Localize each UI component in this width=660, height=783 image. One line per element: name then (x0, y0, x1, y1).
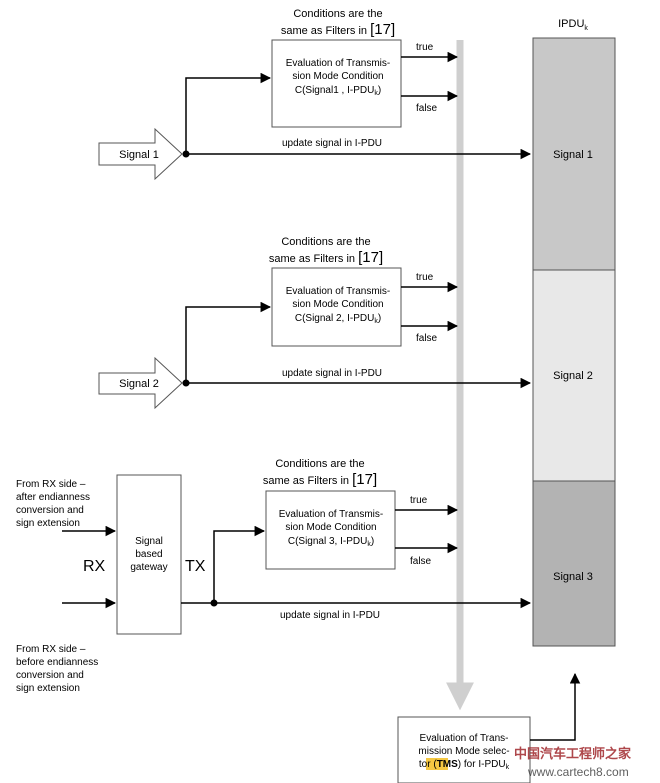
gateway-text: gateway (130, 562, 167, 573)
tms-to-ipdu-arrow (530, 672, 581, 741)
from-rx-before-text: conversion and (16, 670, 84, 681)
evaluation-box-1 (271, 39, 402, 128)
ipdu-segment-signal-3 (532, 480, 616, 647)
branch-to-evaluation-2 (185, 301, 272, 383)
signal-gateway-box (116, 474, 182, 635)
evaluation-text: C(Signal1 , I-PDUk) (295, 85, 381, 97)
evaluation-text: Evaluation of Transmis- (286, 58, 391, 69)
tms-highlight (426, 758, 448, 770)
watermark: 中国汽车工程师之家 www.cartech8.com (514, 746, 632, 779)
update-label: update signal in I-PDU (280, 610, 380, 621)
conditions-note: Conditions are the (293, 8, 382, 20)
from-rx-before-text: From RX side – (16, 644, 86, 655)
branch-to-evaluation-3 (213, 525, 266, 603)
conditions-note: same as Filters in [17] (263, 471, 377, 488)
true-label: true (416, 272, 434, 283)
tx-label: TX (185, 558, 206, 575)
branch-to-evaluation-1 (185, 72, 272, 154)
update-label: update signal in I-PDU (282, 368, 382, 379)
false-label: false (416, 103, 438, 114)
signal-input-label: Signal 1 (119, 149, 159, 161)
from-rx-before-text: before endianness (16, 657, 98, 668)
true-label: true (416, 42, 434, 53)
tms-box (397, 716, 531, 783)
evaluation-box-2 (271, 267, 402, 347)
signal-group-2: Conditions are the same as Filters in [1… (98, 236, 532, 410)
from-rx-after-text: conversion and (16, 505, 84, 516)
tms-text: mission Mode selec- (418, 746, 509, 757)
from-rx-after-text: sign extension (16, 518, 80, 529)
update-label: update signal in I-PDU (282, 138, 382, 149)
conditions-note: Conditions are the (281, 236, 370, 248)
false-label: false (410, 556, 432, 567)
true-label: true (410, 495, 428, 506)
conditions-note: same as Filters in [17] (281, 21, 395, 38)
evaluation-text: Evaluation of Transmis- (286, 286, 391, 297)
from-rx-after-text: after endianness (16, 492, 90, 503)
signal-group-3: Conditions are the same as Filters in [1… (16, 458, 532, 694)
conditions-note: same as Filters in [17] (269, 249, 383, 266)
evaluation-text: C(Signal 3, I-PDUk) (288, 536, 374, 548)
ipdu-segment-label: Signal 1 (553, 149, 593, 161)
evaluation-text: sion Mode Condition (285, 522, 376, 533)
ipdu-column: IPDUk Signal 1 Signal 2 Signal 3 (532, 18, 616, 647)
watermark-url: www.cartech8.com (527, 765, 629, 779)
ipdu-segment-label: Signal 3 (553, 571, 593, 583)
rx-label: RX (83, 558, 106, 575)
tms-text: Evaluation of Trans- (420, 733, 509, 744)
ipdu-title: IPDUk (558, 18, 588, 32)
false-label: false (416, 333, 438, 344)
ipdu-segment-label: Signal 2 (553, 370, 593, 382)
gateway-text: Signal (135, 536, 163, 547)
evaluation-text: sion Mode Condition (292, 71, 383, 82)
signal-input-arrow-2 (98, 356, 183, 410)
gateway-text: based (135, 549, 162, 560)
signal-input-label: Signal 2 (119, 378, 159, 390)
watermark-cn: 中国汽车工程师之家 (514, 746, 632, 761)
signal-group-1: Conditions are the same as Filters in [1… (98, 8, 532, 181)
evaluation-text: sion Mode Condition (292, 299, 383, 310)
signal-input-arrow-1 (98, 127, 183, 181)
tms-evaluation-box: Evaluation of Trans- mission Mode selec-… (397, 716, 531, 783)
conditions-note: Conditions are the (275, 458, 364, 470)
ipdu-segment-signal-2 (532, 269, 616, 482)
tms-text: tor (TMS) for I-PDUk (419, 759, 510, 771)
evaluation-box-3 (265, 490, 396, 570)
evaluation-text: Evaluation of Transmis- (279, 509, 384, 520)
evaluation-text: C(Signal 2, I-PDUk) (295, 313, 381, 325)
from-rx-after-text: From RX side – (16, 479, 86, 490)
from-rx-before-text: sign extension (16, 683, 80, 694)
